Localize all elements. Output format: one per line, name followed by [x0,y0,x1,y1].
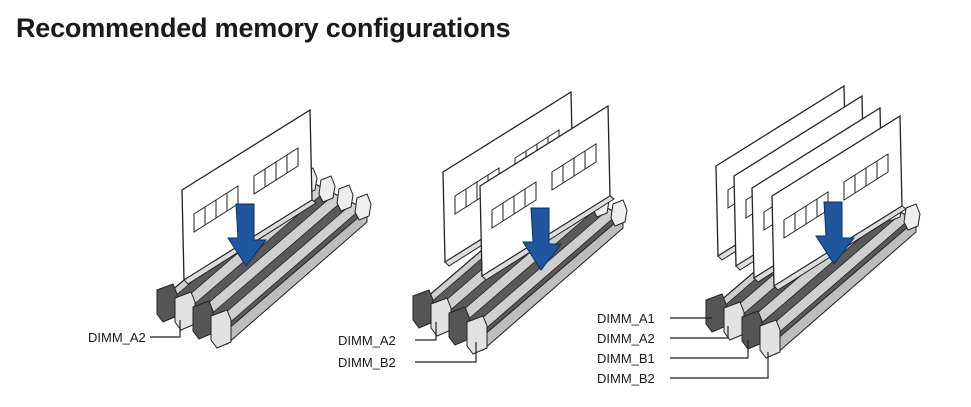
config-2-diagram: DIMM_A2 DIMM_B2 [338,91,628,370]
config-3-label-1: DIMM_A2 [597,331,655,346]
leader-line [415,322,437,341]
config-3-diagram: DIMM_A1 DIMM_A2 DIMM_B1 DIMM_B2 [597,85,921,386]
insert-arrow-icon [522,207,563,271]
leader-line [670,352,769,379]
leader-line [415,342,477,363]
insert-arrow-icon [227,203,268,267]
insert-arrow-icon [815,201,856,265]
config-3-label-3: DIMM_B2 [597,371,655,386]
config-3-label-0: DIMM_A1 [597,311,655,326]
leader-line [150,320,181,338]
config-3-label-2: DIMM_B1 [597,351,655,366]
config-1-label-0: DIMM_A2 [88,330,146,345]
leader-line [670,340,749,359]
config-2-label-0: DIMM_A2 [338,333,396,348]
leader-line [670,326,729,339]
config-1-diagram: DIMM_A2 [88,109,372,349]
config-2-label-1: DIMM_B2 [338,355,396,370]
page-title: Recommended memory configurations [16,13,511,43]
